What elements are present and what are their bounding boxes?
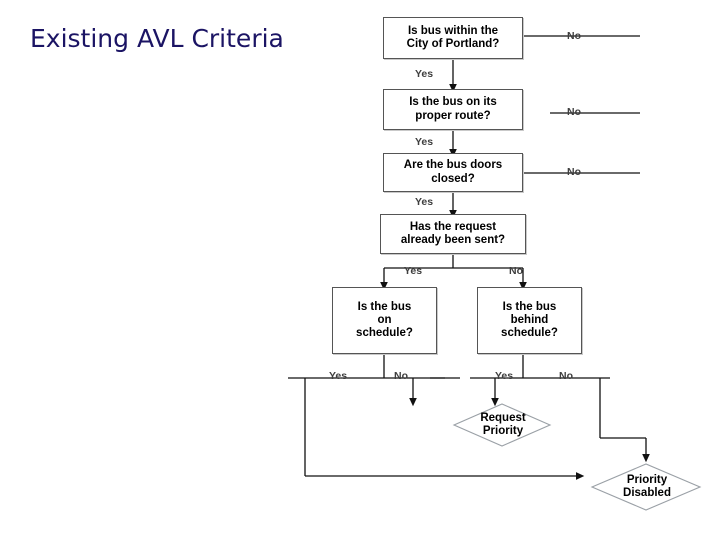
flow-node-proper-route: Is the bus on its proper route? bbox=[383, 89, 523, 130]
flow-node-label: Is bus within the City of Portland? bbox=[406, 24, 500, 50]
edge-label-no-behind-schedule: No bbox=[559, 370, 573, 382]
page-title: Existing AVL Criteria bbox=[30, 24, 284, 53]
flowchart: Is bus within the City of Portland? Is t… bbox=[270, 0, 720, 540]
flow-node-label: Is the bus behind schedule? bbox=[501, 300, 558, 340]
flow-node-label: Is the bus on its proper route? bbox=[409, 96, 497, 122]
flow-node-label: Priority Disabled bbox=[623, 473, 671, 499]
flow-node-request-already-sent: Has the request already been sent? bbox=[380, 214, 526, 254]
edge-label-no-request-sent: No bbox=[509, 265, 523, 277]
flow-node-priority-disabled: Priority Disabled bbox=[606, 472, 688, 502]
flow-node-bus-on-schedule: Is the bus on schedule? bbox=[332, 287, 437, 354]
flowchart-connectors bbox=[288, 35, 702, 511]
flow-node-label: Has the request already been sent? bbox=[400, 220, 506, 246]
flow-node-request-priority: Request Priority bbox=[462, 410, 544, 440]
flow-node-label: Request Priority bbox=[480, 411, 526, 437]
edge-label-yes-portland: Yes bbox=[415, 68, 434, 80]
edge-label-yes-doors: Yes bbox=[415, 196, 434, 208]
flow-node-bus-behind-schedule: Is the bus behind schedule? bbox=[477, 287, 582, 354]
flow-node-label: Is the bus on schedule? bbox=[356, 300, 413, 340]
flow-node-bus-within-portland: Is bus within the City of Portland? bbox=[383, 17, 523, 59]
edge-label-yes-behind-schedule: Yes bbox=[495, 370, 514, 382]
edge-label-no-route: No bbox=[567, 106, 581, 118]
flow-node-label: Are the bus doors closed? bbox=[403, 159, 503, 185]
edge-label-yes-route: Yes bbox=[415, 136, 434, 148]
edge-label-no-doors: No bbox=[567, 166, 581, 178]
edge-label-no-portland: No bbox=[567, 30, 581, 42]
edge-label-yes-request-sent: Yes bbox=[404, 265, 423, 277]
edge-label-yes-on-schedule: Yes bbox=[329, 370, 348, 382]
edge-label-no-on-schedule: No bbox=[394, 370, 408, 382]
flow-node-doors-closed: Are the bus doors closed? bbox=[383, 153, 523, 192]
